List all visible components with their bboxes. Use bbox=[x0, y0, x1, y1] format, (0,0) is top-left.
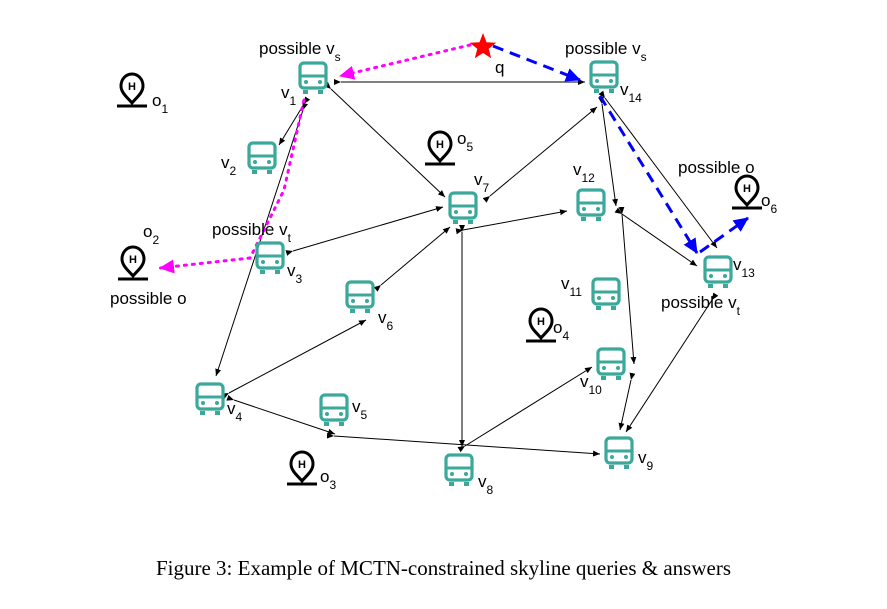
label-v14: v14 bbox=[620, 80, 642, 105]
edge-v13-v9 bbox=[625, 292, 719, 433]
bus-icon-v3 bbox=[255, 241, 285, 276]
station-labels: v1 v2 v3 v4 v5 v6 v7 v8 v9 v10 v11 v12 v… bbox=[221, 80, 755, 497]
label-o4: o4 bbox=[553, 318, 569, 343]
bus-icon-v8 bbox=[444, 453, 474, 488]
label-v5: v5 bbox=[352, 397, 368, 422]
label-v10: v10 bbox=[580, 372, 602, 397]
edge-v1-v2 bbox=[278, 96, 311, 146]
bus-icon-v5 bbox=[319, 393, 349, 428]
edge-v7-v12 bbox=[455, 209, 568, 235]
possible-o-right: possible o bbox=[678, 158, 755, 177]
poi-icon-o2 bbox=[116, 245, 150, 281]
bus-icon-v14 bbox=[589, 60, 619, 95]
edge-v4-v6 bbox=[221, 319, 367, 399]
edge-v12-v10 bbox=[618, 206, 637, 365]
poi-labels: o1 o2 o3 o4 o5 o6 bbox=[143, 91, 777, 492]
label-v12: v12 bbox=[573, 160, 595, 185]
magenta-query-path bbox=[158, 43, 472, 274]
bus-icon-v12 bbox=[576, 188, 606, 223]
bus-icon-v13 bbox=[703, 255, 733, 290]
label-v6: v6 bbox=[378, 308, 394, 333]
label-v8: v8 bbox=[478, 472, 494, 497]
label-v1: v1 bbox=[281, 83, 297, 108]
label-o2: o2 bbox=[143, 222, 159, 247]
figure-caption: Figure 3: Example of MCTN-constrained sk… bbox=[155, 556, 732, 580]
poi-icon-o4 bbox=[524, 307, 558, 343]
label-v4: v4 bbox=[227, 399, 243, 424]
label-o1: o1 bbox=[152, 91, 168, 116]
edge-v12-v13 bbox=[614, 207, 698, 267]
blue-query-path bbox=[492, 44, 749, 254]
possible-vt-left: possible vt bbox=[212, 220, 292, 245]
poi-markers bbox=[115, 72, 764, 486]
label-v7: v7 bbox=[474, 170, 490, 195]
bus-icon-v10 bbox=[596, 347, 626, 382]
poi-icon-o5 bbox=[423, 130, 457, 166]
label-v11: v11 bbox=[561, 274, 582, 299]
possible-vt-right: possible vt bbox=[661, 293, 741, 318]
label-v13: v13 bbox=[733, 255, 755, 280]
bus-icon-v2 bbox=[247, 141, 277, 176]
edge-v8-v10 bbox=[457, 366, 593, 453]
edge-v3-v7 bbox=[285, 206, 444, 256]
label-v2: v2 bbox=[221, 153, 237, 178]
label-o6: o6 bbox=[761, 191, 777, 216]
poi-icon-o1 bbox=[115, 72, 149, 108]
poi-icon-o3 bbox=[285, 450, 319, 486]
possible-o-left: possible o bbox=[110, 289, 187, 308]
poi-icon-o6 bbox=[730, 174, 764, 210]
transit-edges bbox=[215, 79, 719, 457]
edge-v1-v7 bbox=[323, 82, 446, 198]
query-label: q bbox=[495, 58, 504, 77]
possible-vs-left: possible vs bbox=[259, 39, 341, 64]
label-o5: o5 bbox=[457, 129, 473, 154]
bus-icon-v6 bbox=[345, 280, 375, 315]
bus-stations bbox=[195, 60, 733, 488]
edge-v4-v5 bbox=[226, 394, 336, 435]
edge-v6-v7 bbox=[373, 226, 451, 292]
bus-icon-v1 bbox=[298, 61, 328, 96]
possible-annotations: possible vs possible vs possible vt poss… bbox=[110, 39, 755, 318]
edge-v14-v13 bbox=[598, 90, 718, 249]
bus-icon-v9 bbox=[604, 436, 634, 471]
edge-v7-v14 bbox=[482, 106, 598, 203]
label-v9: v9 bbox=[638, 448, 654, 473]
possible-vs-right: possible vs bbox=[565, 39, 647, 64]
query-star-icon bbox=[469, 33, 497, 59]
bus-icon-v7 bbox=[448, 191, 478, 226]
label-v3: v3 bbox=[287, 261, 303, 286]
edge-v10-v9 bbox=[618, 372, 636, 431]
label-o3: o3 bbox=[320, 467, 336, 492]
bus-icon-v11 bbox=[591, 277, 621, 312]
bus-icon-v4 bbox=[195, 382, 225, 417]
